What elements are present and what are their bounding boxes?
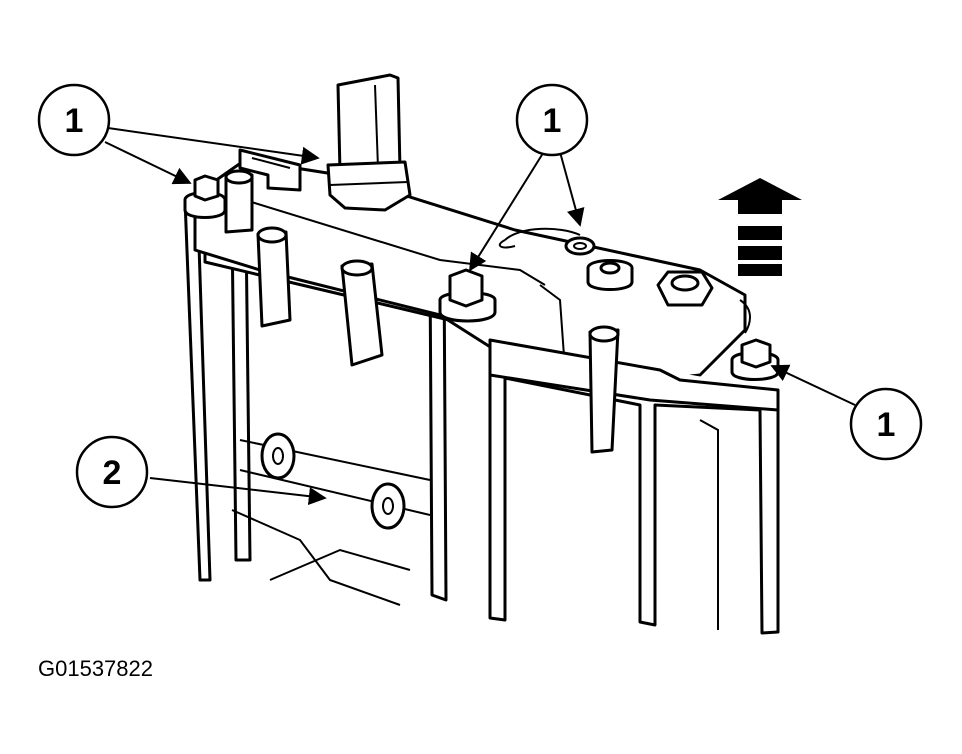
callout-1-right: 1	[849, 387, 923, 461]
bolt-right	[730, 338, 780, 381]
callout-label: 1	[543, 102, 562, 140]
locating-tab	[238, 148, 302, 192]
wire	[498, 227, 751, 334]
bolt-hole-top	[564, 236, 596, 256]
cover-nut	[656, 270, 714, 307]
cover-boss	[586, 259, 634, 291]
sensor-connector	[326, 73, 412, 212]
post-left-mid	[256, 226, 292, 328]
direction-up-arrow-icon	[718, 178, 802, 276]
post-left-front	[224, 169, 254, 234]
callout-label: 1	[65, 102, 84, 140]
post-right	[588, 325, 620, 454]
gasket-hole-lower	[370, 482, 406, 530]
callout-2: 2	[75, 435, 149, 509]
callout-1-top-left: 1	[37, 83, 111, 157]
leader-lines	[104, 127, 856, 506]
gasket-hole-upper	[260, 432, 296, 480]
right-housing	[488, 338, 780, 635]
post-center	[340, 259, 384, 367]
callout-1-top-center: 1	[515, 83, 589, 157]
callout-label: 1	[877, 406, 896, 444]
callout-label: 2	[103, 454, 122, 492]
figure-id: G01537822	[38, 656, 153, 681]
bolt-center	[438, 268, 497, 323]
bolt-top-left	[183, 174, 227, 219]
